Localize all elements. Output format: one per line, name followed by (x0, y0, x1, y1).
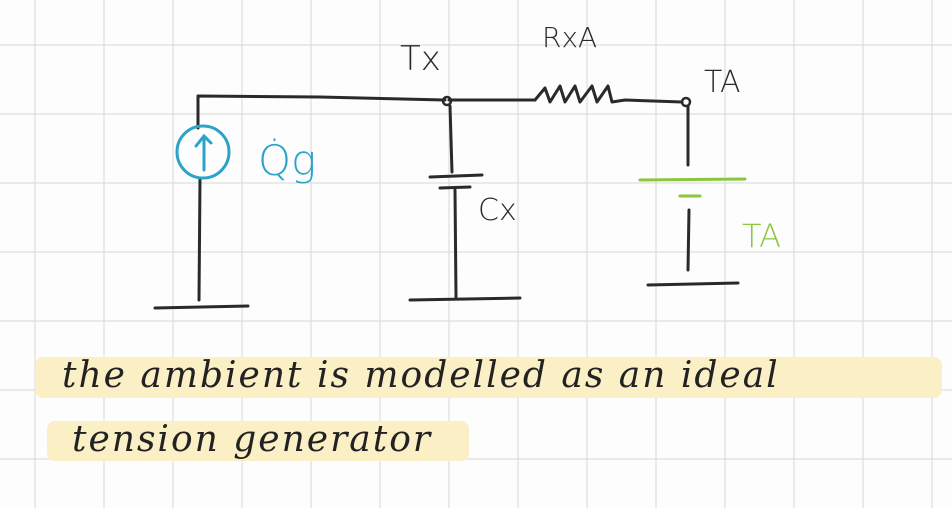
ground-left (153, 304, 250, 310)
node-tx-label: Tx (400, 39, 441, 79)
capacitor-bottom-plate (438, 185, 472, 190)
note-line-1: the ambient is modelled as an ideal (62, 355, 780, 396)
ground-middle (408, 296, 522, 302)
ambient-long-plate (638, 177, 747, 182)
resistor-label: RxA (542, 21, 598, 54)
top-wire-left (196, 94, 447, 130)
ambient-lower-wire (686, 208, 691, 272)
note-line-2: tension generator (72, 419, 433, 460)
node-ta-label: TA (704, 65, 741, 100)
capacitor-top-plate (428, 173, 484, 179)
cap-upper-wire (448, 104, 454, 174)
cap-lower-wire (453, 188, 458, 299)
highlight-line-2 (47, 421, 469, 461)
node-ta (680, 96, 692, 108)
ambient-source-label: TA (742, 217, 781, 255)
source-lower-wire (197, 176, 202, 302)
capacitor-label: Cx (478, 193, 517, 228)
resistor (533, 84, 684, 104)
source-label: Q̇g (258, 136, 317, 185)
ground-right (646, 281, 740, 287)
highlight-line-1 (35, 357, 942, 398)
current-source-arrow-up-icon (175, 124, 231, 180)
node-tx (441, 95, 453, 107)
